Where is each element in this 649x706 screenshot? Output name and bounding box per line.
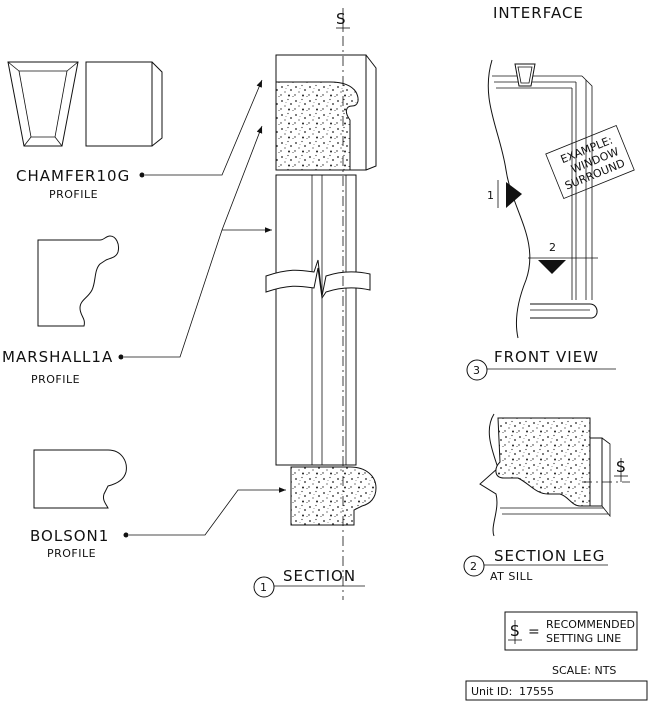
section-leg-title: SECTION LEG xyxy=(494,547,605,565)
section-leg-number-circle xyxy=(463,555,485,577)
unit-id-value: 17555 xyxy=(519,685,554,698)
scale-note: SCALE: NTS xyxy=(552,664,616,677)
section-leg-detail: S xyxy=(479,413,630,537)
section-leg-number: 2 xyxy=(470,560,477,573)
front-view-detail xyxy=(487,59,635,339)
bolson-label: BOLSON1 xyxy=(30,527,109,545)
marshall-label: MARSHALL1A xyxy=(2,348,113,366)
chamfer-sublabel: PROFILE xyxy=(49,188,98,201)
chamfer-leader-dot xyxy=(139,172,145,178)
bolson-profile xyxy=(33,449,127,509)
unit-id-label: Unit ID: xyxy=(471,685,512,698)
interface-title: INTERFACE xyxy=(493,4,584,22)
front-view-number-circle xyxy=(466,359,488,381)
unit-id-box xyxy=(465,680,648,701)
front-view-title: FRONT VIEW xyxy=(494,348,599,366)
bolson-leader-dot xyxy=(123,532,129,538)
legend-line-2: SETTING LINE xyxy=(546,632,621,645)
chamfer-profile xyxy=(7,61,163,147)
section-leg-subtitle: AT SILL xyxy=(490,570,533,583)
section-number: 1 xyxy=(260,581,267,594)
front-view-number: 3 xyxy=(473,364,480,377)
section-title: SECTION xyxy=(283,567,356,585)
marshall-profile xyxy=(37,235,119,327)
sill-molding-fill xyxy=(290,466,377,526)
front-marker-1: 1 xyxy=(487,189,494,202)
chamfer-label: CHAMFER10G xyxy=(16,167,130,185)
legend-symbol: S xyxy=(508,620,522,644)
legend-line-1: RECOMMENDED xyxy=(546,618,635,631)
front-marker-2: 2 xyxy=(549,241,556,254)
setting-line-symbol-top: S xyxy=(336,8,350,32)
head-molding-fill xyxy=(275,81,359,171)
marshall-leader-dot xyxy=(118,354,124,360)
shaft xyxy=(275,174,357,466)
marshall-sublabel: PROFILE xyxy=(31,373,80,386)
svg-text:S: S xyxy=(336,10,346,28)
bolson-sublabel: PROFILE xyxy=(47,547,96,560)
legend-box xyxy=(504,611,638,651)
legend-equals: = xyxy=(528,624,540,640)
section-number-circle xyxy=(253,576,275,598)
break-line xyxy=(265,259,371,300)
